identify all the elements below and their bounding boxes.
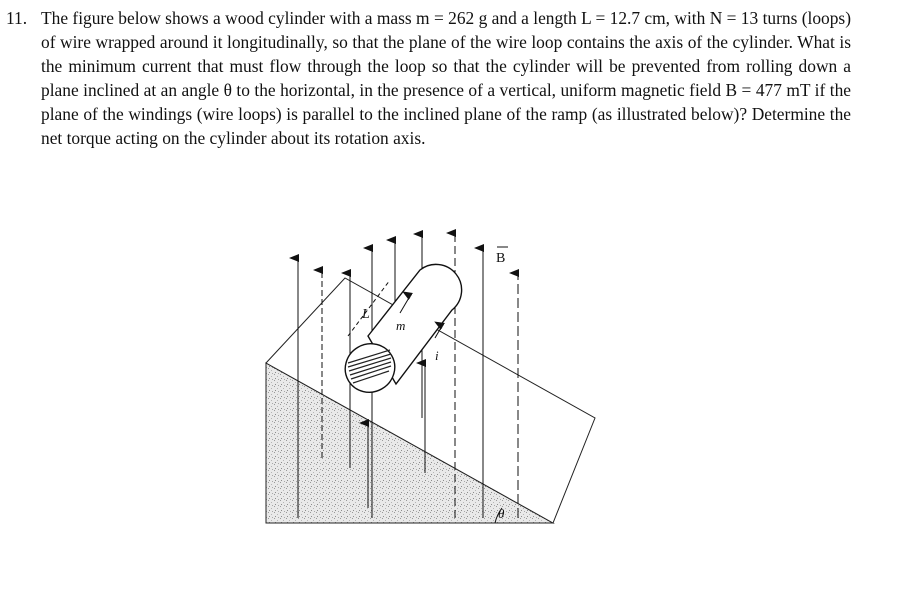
label-mass: m [396, 318, 405, 333]
problem-number: 11. [6, 8, 28, 28]
length-indicator [347, 279, 391, 337]
field-arrows [289, 229, 519, 518]
problem-text: The figure below shows a wood cylinder w… [41, 8, 851, 148]
ramp-top-surface [265, 277, 596, 524]
cylinder-ramp-figure: L m i B θ [250, 218, 610, 533]
label-angle: θ [498, 506, 505, 521]
label-length: L [361, 307, 370, 322]
label-field: B [496, 251, 505, 266]
angle-arc [494, 507, 503, 524]
label-field-group: B [496, 246, 508, 266]
wire-windings [347, 349, 392, 384]
wood-cylinder [344, 263, 463, 393]
problem-statement: 11. The figure below shows a wood cylind… [6, 6, 851, 150]
figure-svg: L m i B θ [265, 229, 596, 524]
label-current: i [435, 348, 439, 363]
